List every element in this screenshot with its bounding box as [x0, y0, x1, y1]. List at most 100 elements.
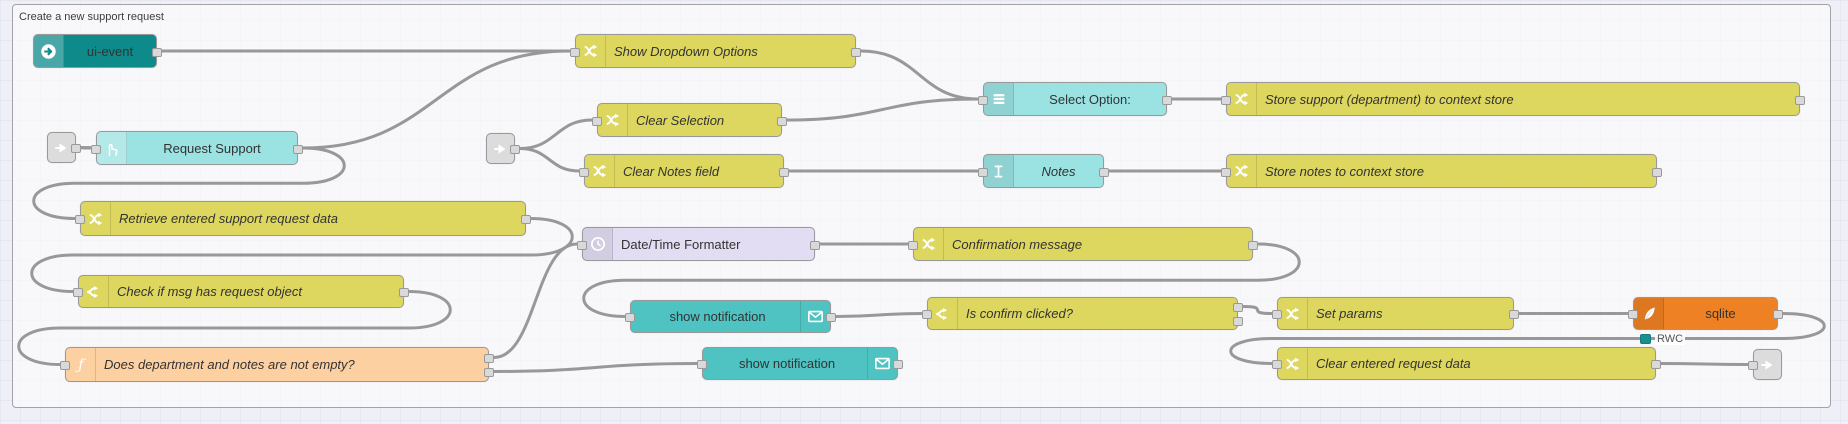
wire-clear-selection-to-select-option[interactable] — [785, 97, 980, 122]
input-port[interactable] — [1628, 310, 1638, 319]
node-request-support[interactable]: Request Support — [91, 131, 303, 165]
node-store-notes[interactable]: Store notes to context store — [1221, 154, 1662, 188]
output-port[interactable] — [1233, 303, 1243, 312]
input-port[interactable] — [908, 240, 918, 250]
node-label: show notification — [738, 356, 836, 371]
wire-show-dropdown-to-select-option[interactable] — [859, 49, 980, 101]
output-port[interactable] — [1248, 240, 1258, 250]
node-retrieve[interactable]: Retrieve entered support request data — [75, 201, 531, 236]
wire-link-in-1-to-request-support[interactable] — [79, 146, 93, 150]
node-show-notif-1[interactable]: show notification — [625, 300, 836, 333]
fork-icon — [928, 298, 958, 329]
output-port[interactable] — [1162, 95, 1172, 105]
input-port[interactable] — [75, 215, 85, 224]
input-port[interactable] — [1221, 95, 1231, 105]
shuffle-icon — [914, 228, 944, 260]
node-label: sqlite — [1705, 306, 1736, 321]
output-port[interactable] — [1795, 95, 1805, 105]
wire-show-notif-1-to-is-confirm[interactable] — [834, 312, 924, 318]
output-port[interactable] — [1233, 317, 1243, 326]
output-port[interactable] — [810, 240, 820, 250]
wire-check-msg-to-does-dept[interactable] — [17, 290, 452, 366]
wire-does-dept-to-show-notif-2[interactable] — [492, 362, 699, 373]
wire-retrieve-to-check-msg[interactable] — [30, 217, 574, 293]
node-set-params[interactable]: Set params — [1272, 297, 1519, 330]
node-link-out[interactable] — [1748, 349, 1782, 380]
node-confirmation[interactable]: Confirmation message — [908, 227, 1258, 261]
input-port[interactable] — [91, 144, 101, 154]
node-check-msg[interactable]: Check if msg has request object — [73, 275, 409, 308]
node-label: Date/Time Formatter — [621, 236, 741, 252]
i-beam-icon — [984, 155, 1014, 187]
input-port[interactable] — [579, 167, 589, 177]
wire-request-support-to-retrieve[interactable] — [32, 146, 346, 220]
link-arrow-icon — [487, 134, 514, 163]
node-show-dropdown[interactable]: Show Dropdown Options — [570, 34, 861, 68]
input-port[interactable] — [1272, 310, 1282, 319]
output-port[interactable] — [1773, 310, 1783, 319]
input-port[interactable] — [1748, 361, 1758, 370]
wire-link-in-2-to-clear-selection[interactable] — [518, 118, 594, 150]
node-label: Store notes to context store — [1265, 163, 1424, 179]
wire-sqlite-to-clear-entered[interactable] — [1229, 312, 1826, 365]
input-port[interactable] — [625, 313, 635, 322]
node-select-option[interactable]: Select Option: — [978, 82, 1172, 116]
output-port[interactable] — [1652, 167, 1662, 177]
input-port[interactable] — [922, 310, 932, 319]
input-port[interactable] — [978, 95, 988, 105]
wire-link-in-2-to-clear-notes[interactable] — [518, 147, 581, 173]
output-port[interactable] — [1651, 360, 1661, 369]
node-sqlite[interactable]: sqlite — [1628, 297, 1783, 330]
input-port[interactable] — [1272, 360, 1282, 369]
input-port[interactable] — [73, 288, 83, 297]
shuffle-icon — [1278, 348, 1308, 379]
node-link-in-2[interactable] — [486, 133, 520, 164]
output-port[interactable] — [1099, 167, 1109, 177]
wire-is-confirm-to-set-params[interactable] — [1241, 305, 1274, 315]
node-link-in-1[interactable] — [47, 132, 81, 163]
output-port[interactable] — [293, 144, 303, 154]
node-clear-selection[interactable]: Clear Selection — [592, 103, 787, 137]
input-port[interactable] — [978, 167, 988, 177]
node-datetime[interactable]: Date/Time Formatter — [577, 227, 820, 261]
list-icon — [984, 83, 1014, 115]
output-port[interactable] — [152, 47, 162, 57]
node-ui-event[interactable]: ui-event — [33, 34, 162, 68]
output-port[interactable] — [779, 167, 789, 177]
link-arrow-icon — [1754, 350, 1781, 379]
node-label: Clear Notes field — [623, 163, 720, 179]
output-port[interactable] — [484, 354, 494, 363]
node-is-confirm[interactable]: Is confirm clicked? — [922, 297, 1243, 330]
wire-does-dept-to-datetime[interactable] — [492, 242, 579, 359]
node-clear-entered[interactable]: Clear entered request data — [1272, 347, 1661, 380]
wire-confirmation-to-show-notif-1[interactable] — [582, 242, 1301, 318]
node-store-support[interactable]: Store support (department) to context st… — [1221, 82, 1805, 116]
input-port[interactable] — [577, 240, 587, 250]
input-port[interactable] — [592, 116, 602, 126]
input-port[interactable] — [60, 361, 70, 370]
output-port[interactable] — [826, 313, 836, 322]
output-port[interactable] — [893, 360, 903, 369]
node-label: Check if msg has request object — [117, 284, 302, 299]
output-port[interactable] — [521, 215, 531, 224]
output-port[interactable] — [399, 288, 409, 297]
output-port[interactable] — [484, 368, 494, 377]
output-port[interactable] — [71, 144, 81, 153]
node-show-notif-2[interactable]: show notification — [697, 347, 903, 380]
node-status-badge: RWC — [1640, 333, 1686, 345]
node-clear-notes[interactable]: Clear Notes field — [579, 154, 789, 188]
wire-request-support-to-show-dropdown[interactable] — [301, 49, 572, 150]
output-port[interactable] — [851, 47, 861, 57]
node-notes[interactable]: Notes — [978, 154, 1109, 188]
node-label: ui-event — [86, 43, 134, 59]
node-label: Clear entered request data — [1316, 356, 1471, 371]
output-port[interactable] — [510, 145, 520, 154]
output-port[interactable] — [1509, 310, 1519, 319]
input-port[interactable] — [697, 360, 707, 369]
input-port[interactable] — [570, 47, 580, 57]
output-port[interactable] — [777, 116, 787, 126]
input-port[interactable] — [1221, 167, 1231, 177]
wire-clear-entered-to-link-out[interactable] — [1659, 362, 1750, 366]
